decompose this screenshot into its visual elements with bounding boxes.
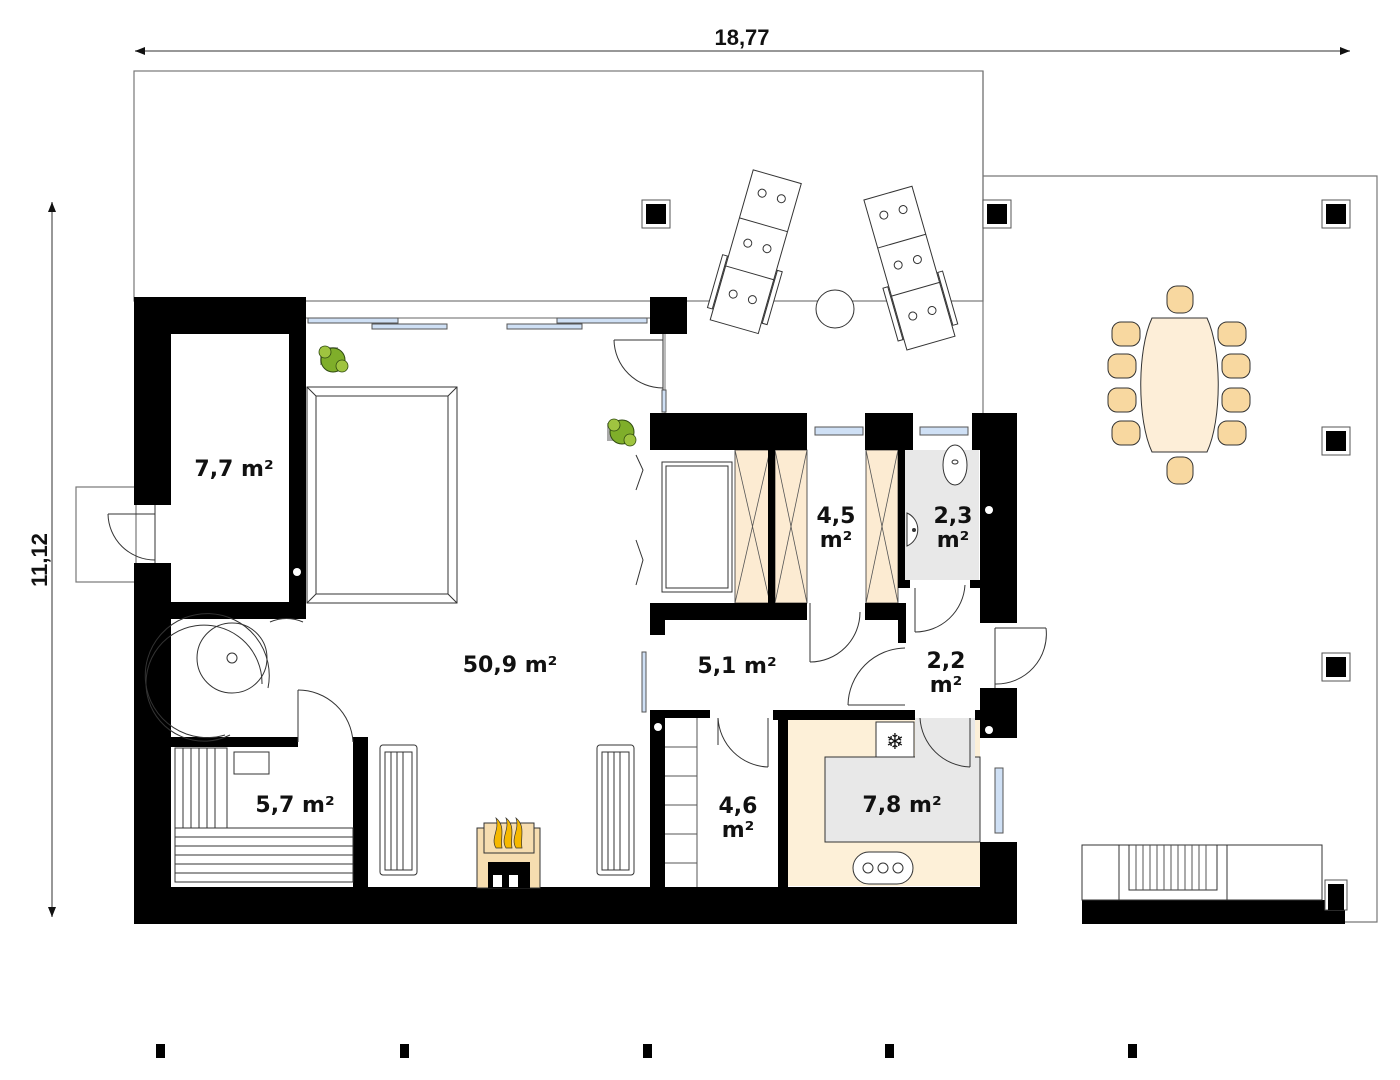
room-area-sauna: 5,7 m² xyxy=(255,793,334,818)
sofa-left xyxy=(379,744,418,876)
dimension-width xyxy=(135,47,1350,55)
outdoor-bench xyxy=(1081,844,1323,901)
entrance-porch xyxy=(75,486,137,583)
terrace-outline-east xyxy=(983,175,1378,923)
fridge-icon: ❄ xyxy=(875,721,915,758)
room-area-dressing-unit: m² xyxy=(820,528,853,553)
room-area-storage: 7,7 m² xyxy=(194,457,273,482)
room-area-kitchen: 7,8 m² xyxy=(862,793,941,818)
room-area-wc: 2,3 xyxy=(934,504,973,529)
room-area-wc-unit: m² xyxy=(937,528,970,553)
rug xyxy=(306,386,458,604)
kitchen-counter xyxy=(824,756,981,843)
dining-set xyxy=(1107,285,1251,485)
windows xyxy=(306,317,1004,834)
doors xyxy=(107,334,1047,768)
room-area-living: 50,9 m² xyxy=(463,653,558,678)
foundation-markers xyxy=(156,1044,1137,1058)
stairs xyxy=(665,718,698,887)
plant-icon xyxy=(318,345,349,373)
sauna-bench xyxy=(174,747,354,883)
svg-text:❄: ❄ xyxy=(886,730,904,755)
pillars xyxy=(641,199,1351,911)
height-dimension-label: 11,12 xyxy=(27,533,52,587)
toilet-icon xyxy=(942,444,968,486)
sink-icon xyxy=(852,851,914,885)
dimension-height xyxy=(48,202,56,917)
bathtub xyxy=(661,461,733,593)
sun-lounger-right xyxy=(863,185,959,351)
round-shower xyxy=(144,613,270,742)
room-area-hall: 5,1 m² xyxy=(697,654,776,679)
room-area-vestibule-unit: m² xyxy=(930,673,963,698)
terrace-outline-north xyxy=(133,70,984,302)
walls xyxy=(134,297,1345,924)
side-table xyxy=(815,289,855,329)
sun-lounger-left xyxy=(706,169,802,335)
fireplace-icon xyxy=(476,816,541,889)
washbasin-icon xyxy=(906,512,919,547)
room-area-dressing: 4,5 xyxy=(817,504,856,529)
room-area-stairs-unit: m² xyxy=(722,818,755,843)
width-dimension-label: 18,77 xyxy=(714,25,769,50)
room-area-stairs: 4,6 xyxy=(719,794,758,819)
room-area-vestibule: 2,2 xyxy=(927,649,966,674)
plant-icon xyxy=(607,418,637,447)
sofa-right xyxy=(596,744,635,876)
